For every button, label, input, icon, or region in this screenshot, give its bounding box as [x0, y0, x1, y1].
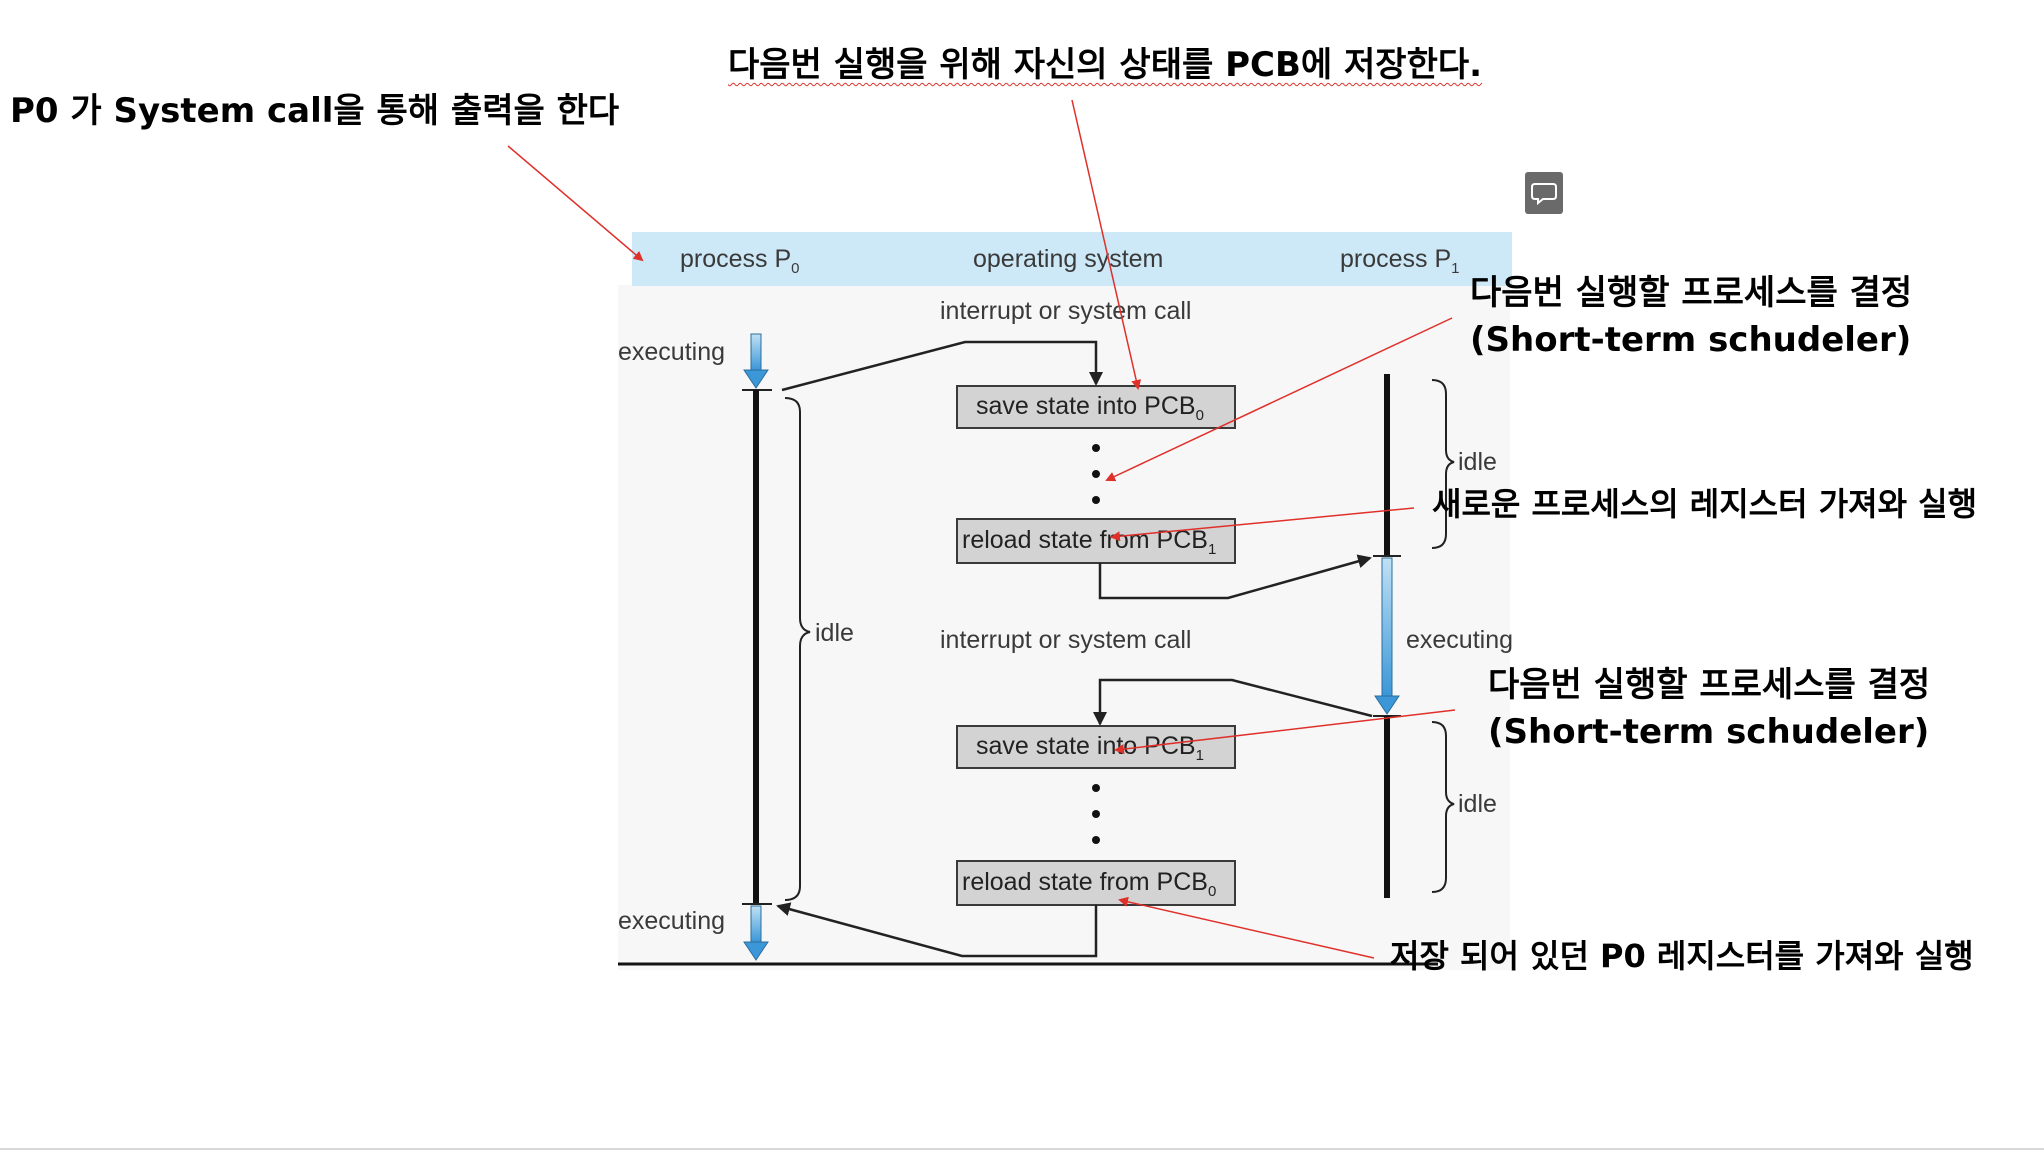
interrupt-label-2: interrupt or system call	[940, 626, 1191, 654]
svg-text:reload state from PCB1: reload state from PCB1	[962, 526, 1216, 558]
annotation-p0-syscall: P0 가 System call을 통해 출력을 한다	[10, 91, 620, 131]
flow-os-to-p1	[1098, 554, 1372, 600]
p0-exec-arrow-top	[743, 333, 769, 389]
annotation-load-new-registers: 새로운 프로세스의 레지스터 가져와 실행	[1432, 485, 1978, 523]
p1-idle-brace-bottom	[1431, 721, 1455, 893]
annotation-decide-next-2-line1: 다음번 실행할 프로세스를 결정	[1488, 665, 1931, 705]
idle-p1-bottom: idle	[1458, 790, 1497, 818]
red-arrow-save-state	[1071, 99, 1142, 390]
annotation-decide-next-2-line2: (Short-term schudeler)	[1488, 711, 1930, 752]
executing-p1: executing	[1406, 626, 1513, 654]
red-arrow-scheduler-2	[1114, 709, 1456, 755]
annotation-save-state-text: 다음번 실행을 위해 자신의 상태를 PCB에 저장한다.	[728, 45, 1483, 85]
annotation-decide-next-2: 다음번 실행할 프로세스를 결정 (Short-term schudeler)	[1488, 664, 1930, 753]
svg-text:save state into PCB1: save state into PCB1	[976, 732, 1204, 764]
bottom-divider	[0, 1148, 2044, 1150]
annotation-save-state: 다음번 실행을 위해 자신의 상태를 PCB에 저장한다.	[728, 44, 1482, 87]
red-arrow-load-p0	[1118, 896, 1375, 959]
header-process-p0: process P0	[680, 245, 800, 277]
header-operating-system: operating system	[973, 245, 1163, 273]
executing-p0-bottom: executing	[618, 907, 725, 935]
header-band	[632, 232, 1512, 286]
red-arrow-scheduler-1	[1105, 317, 1453, 482]
idle-p0: idle	[815, 619, 854, 647]
flow-p1-to-os	[1093, 678, 1373, 726]
idle-p1-top: idle	[1458, 448, 1497, 476]
p1-idle-brace-top	[1431, 379, 1455, 549]
svg-text:reload state from PCB0: reload state from PCB0	[962, 868, 1216, 900]
annotation-load-p0-registers: 저장 되어 있던 P0 레지스터를 가져와 실행	[1390, 937, 1974, 975]
flow-os-to-p0	[776, 902, 1098, 958]
interrupt-label-1: interrupt or system call	[940, 297, 1191, 325]
ellipsis-dots-top	[1092, 444, 1100, 504]
annotation-decide-next-1-line2: (Short-term schudeler)	[1470, 319, 1912, 360]
annotation-decide-next-1: 다음번 실행할 프로세스를 결정 (Short-term schudeler)	[1470, 272, 1912, 361]
box-reload-pcb1: reload state from PCB1	[956, 518, 1236, 564]
box-save-pcb1: save state into PCB1	[956, 725, 1236, 769]
comment-icon	[1531, 183, 1557, 206]
comment-button[interactable]	[1525, 172, 1563, 214]
red-arrow-syscall	[507, 145, 644, 262]
header-process-p1: process P1	[1340, 245, 1460, 277]
ellipsis-dots-bottom	[1092, 784, 1100, 844]
annotation-decide-next-1-line1: 다음번 실행할 프로세스를 결정	[1470, 273, 1913, 313]
p1-exec-arrow	[1374, 557, 1400, 715]
box-save-pcb0: save state into PCB0	[956, 385, 1236, 429]
p0-idle-brace	[784, 397, 811, 901]
red-arrow-load-new	[1110, 507, 1415, 542]
flow-p0-to-os	[781, 340, 1103, 392]
box-reload-pcb0: reload state from PCB0	[956, 860, 1236, 906]
p0-exec-arrow-bottom	[743, 905, 769, 961]
executing-p0-top: executing	[618, 338, 725, 366]
svg-text:save state into PCB0: save state into PCB0	[976, 392, 1204, 424]
